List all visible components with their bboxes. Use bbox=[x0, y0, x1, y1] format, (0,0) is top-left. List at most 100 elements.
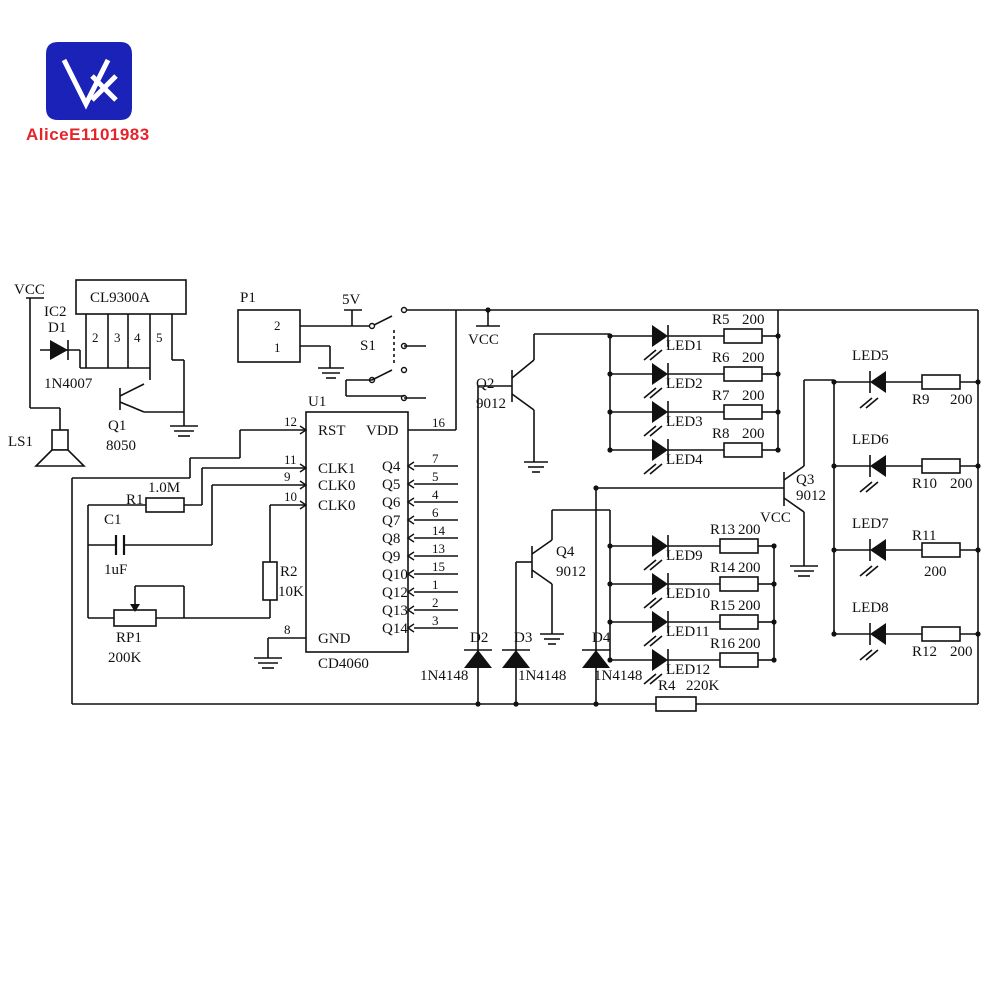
resistor-value-label: 200 bbox=[738, 598, 761, 614]
r4-label: R4 bbox=[658, 678, 676, 694]
led-icon bbox=[652, 573, 668, 595]
resistor-icon bbox=[921, 542, 961, 558]
led-label: LED12 bbox=[666, 662, 710, 678]
resistor-label: R7 bbox=[712, 388, 730, 404]
chip-right-pin-number: 4 bbox=[432, 487, 439, 502]
resistor-label: R14 bbox=[710, 560, 736, 576]
chip-right-pin-number: 1 bbox=[432, 577, 439, 592]
logo-badge-icon bbox=[46, 42, 132, 120]
r2-resistor bbox=[262, 561, 278, 601]
led-icon bbox=[652, 401, 668, 423]
r4-resistor bbox=[655, 696, 697, 712]
c1-value-label: 1uF bbox=[104, 562, 127, 578]
d4-part-label: 1N4148 bbox=[594, 668, 642, 684]
chip-right-pin-name: Q10 bbox=[382, 567, 408, 583]
chip-right-pin-number: 14 bbox=[432, 523, 446, 538]
led-label: LED8 bbox=[852, 600, 889, 616]
chip-right-pin-number: 15 bbox=[432, 559, 445, 574]
oscillator-section: R1 1.0M C1 1uF RP1 200K R2 10K bbox=[71, 429, 978, 705]
d4-label: D4 bbox=[592, 630, 611, 646]
led-label: LED11 bbox=[666, 624, 710, 640]
chip-left-pin-name: CLK1 bbox=[318, 461, 356, 477]
chip-right-pin-number: 3 bbox=[432, 613, 439, 628]
chip-right-pin-name: Q5 bbox=[382, 477, 400, 493]
resistor-value-label: 200 bbox=[950, 476, 973, 492]
resistor-value-label: 200 bbox=[742, 388, 765, 404]
resistor-value-label: 200 bbox=[924, 564, 947, 580]
ls1-label: LS1 bbox=[8, 434, 33, 450]
led-icon bbox=[652, 611, 668, 633]
resistor-value-label: 200 bbox=[742, 350, 765, 366]
p1-connector bbox=[237, 309, 301, 363]
led-label: LED1 bbox=[666, 338, 703, 354]
led-icon bbox=[870, 455, 886, 477]
chip-left-pin-name: CLK0 bbox=[318, 478, 356, 494]
u1-label: U1 bbox=[308, 394, 326, 410]
chip-right-pin-number: 13 bbox=[432, 541, 445, 556]
chip-right-pin-name: VDD bbox=[366, 423, 399, 439]
q2-label: Q2 bbox=[476, 376, 494, 392]
chip-right-pin-name: Q12 bbox=[382, 585, 408, 601]
chip-left-pin-name: RST bbox=[318, 423, 346, 439]
resistor-label: R5 bbox=[712, 312, 730, 328]
cl9300a-chip bbox=[75, 279, 187, 315]
rp1-value-label: 200K bbox=[108, 650, 142, 666]
led-icon bbox=[652, 439, 668, 461]
chip-name-label: CD4060 bbox=[318, 656, 369, 672]
resistor-value-label: 200 bbox=[738, 636, 761, 652]
led-icon bbox=[652, 649, 668, 671]
rp1-potentiometer bbox=[113, 609, 157, 627]
resistor-icon bbox=[719, 576, 759, 592]
cd4060-body bbox=[305, 411, 409, 653]
cl9300a-label: CL9300A bbox=[90, 290, 150, 306]
chip-left-pin-name: CLK0 bbox=[318, 498, 356, 514]
resistor-icon bbox=[723, 328, 763, 344]
chip-left-pin-number: 12 bbox=[284, 414, 297, 429]
p1-pin-1: 1 bbox=[274, 340, 281, 355]
chip-left-pin-number: 11 bbox=[284, 452, 297, 467]
chip-right-pin-number: 16 bbox=[432, 415, 446, 430]
d1-diode-icon bbox=[50, 340, 68, 360]
d2-part-label: 1N4148 bbox=[420, 668, 468, 684]
resistor-label: R6 bbox=[712, 350, 730, 366]
resistor-icon bbox=[723, 404, 763, 420]
resistor-value-label: 200 bbox=[738, 522, 761, 538]
resistor-label: R8 bbox=[712, 426, 730, 442]
vcc-mid-label: VCC bbox=[468, 332, 499, 348]
ic2-pin-3: 3 bbox=[114, 330, 121, 345]
led-label: LED9 bbox=[666, 548, 703, 564]
q3-part-label: 9012 bbox=[796, 488, 826, 504]
ic2-pin-2: 2 bbox=[92, 330, 99, 345]
resistor-label: R9 bbox=[912, 392, 930, 408]
chip-right-pin-name: Q7 bbox=[382, 513, 401, 529]
resistor-icon bbox=[921, 458, 961, 474]
resistor-label: R15 bbox=[710, 598, 735, 614]
led-icon bbox=[870, 539, 886, 561]
chip-right-pin-name: Q6 bbox=[382, 495, 401, 511]
brand-text: AliceE1101983 bbox=[26, 125, 150, 144]
led-icon bbox=[870, 623, 886, 645]
chip-right-pin-name: Q8 bbox=[382, 531, 400, 547]
q4-label: Q4 bbox=[556, 544, 575, 560]
q1-part-label: 8050 bbox=[106, 438, 136, 454]
led-icon bbox=[870, 371, 886, 393]
transistor-section: Q2 9012 Q3 9012 Q4 9012 VCC bbox=[476, 333, 834, 652]
d4-diode-icon bbox=[582, 650, 610, 668]
speaker-icon bbox=[51, 429, 69, 451]
power-section: P1 2 1 5V S1 VCC bbox=[237, 290, 978, 431]
ic2-pin-5: 5 bbox=[156, 330, 163, 345]
q4-part-label: 9012 bbox=[556, 564, 586, 580]
resistor-icon bbox=[719, 652, 759, 668]
resistor-label: R12 bbox=[912, 644, 937, 660]
5v-label: 5V bbox=[342, 292, 361, 308]
resistor-icon bbox=[921, 626, 961, 642]
r1-value-label: 1.0M bbox=[148, 480, 180, 496]
chip-right-pin-name: Q9 bbox=[382, 549, 400, 565]
chip-right-pin-number: 2 bbox=[432, 595, 439, 610]
p1-pin-2: 2 bbox=[274, 318, 281, 333]
